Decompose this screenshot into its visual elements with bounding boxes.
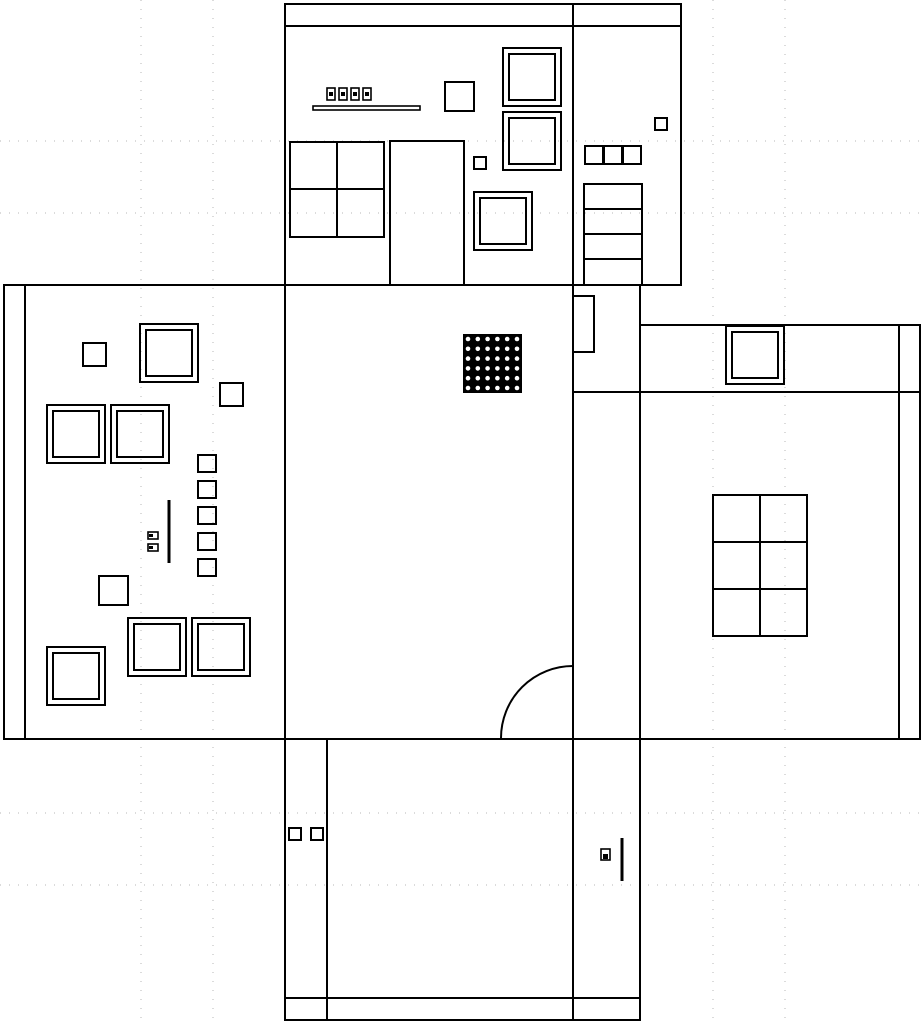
north-room [284,3,682,286]
armchair [110,404,170,464]
drain-hole [504,346,510,352]
drain-grid [463,334,522,393]
armchair [46,404,106,464]
drain-hole [504,385,510,391]
storage-shelves [583,183,643,286]
south-corridor [284,738,641,1021]
drain-hole [514,356,520,361]
drain-hole [504,366,510,371]
wall-switch [600,848,611,861]
armchair [191,617,251,677]
drain-hole [514,346,520,352]
drain-hole [475,375,481,381]
drain-hole [514,385,520,391]
armchair [127,617,187,677]
drain-hole [475,346,481,352]
drain-hole [495,356,500,361]
east-alcove [572,284,641,393]
south-east-closet [600,838,624,881]
wall-switch [147,500,171,563]
drain-hole [475,385,481,391]
small-box [219,382,244,407]
door-swing-arc [500,665,574,739]
drain-hole [514,366,520,371]
armchair [502,47,562,107]
drain-hole [475,356,481,361]
drain-hole [504,375,510,381]
bench-with-books [312,87,421,111]
drain-hole [504,356,510,361]
armchair [139,323,199,383]
armchair [502,111,562,171]
central-hall [284,284,574,740]
small-cabinet [444,81,475,112]
small-cabinet [98,575,129,606]
drain-hole [465,356,471,361]
drain-hole [485,346,490,352]
drain-hole [475,336,481,342]
table-with-6-chairs [712,494,808,637]
drain-hole [465,375,471,381]
drain-hole [495,346,500,352]
wardrobe [389,140,465,286]
armchair [473,191,533,251]
drain-hole [504,336,510,342]
drain-hole [465,336,471,342]
east-room [639,324,921,740]
drain-hole [495,336,500,342]
drain-hole [495,375,500,381]
drain-hole [495,385,500,391]
drain-hole [475,366,481,371]
drain-hole [495,366,500,371]
drain-hole [514,375,520,381]
drain-hole [465,385,471,391]
drain-hole [485,336,490,342]
drain-hole [485,385,490,391]
armchair [725,325,785,385]
drain-hole [514,336,520,342]
drain-hole [465,346,471,352]
drain-hole [465,366,471,371]
south-west-closet [288,827,324,841]
drain-hole [485,356,490,361]
door-leaf [572,295,595,353]
stacked-boxes [197,454,217,577]
small-box [473,156,487,170]
drain-hole [485,375,490,381]
armchair [46,646,106,706]
drain-hole [485,366,490,371]
table-with-4-chairs [289,141,385,238]
north-closet [583,117,668,286]
small-box [82,342,107,367]
west-room [3,284,286,740]
